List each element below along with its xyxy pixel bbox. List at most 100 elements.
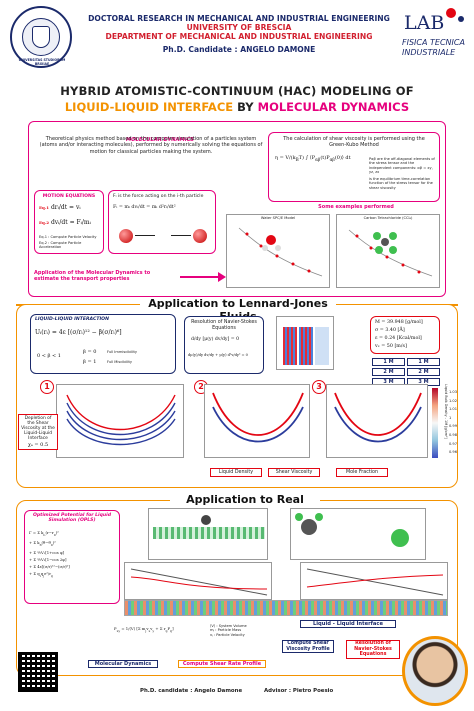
opls-eq: Γ = Σ kb(r−r0)²+ Σ kθ(θ−θ0)²+ Σ ½V₁[1+co… bbox=[29, 530, 70, 578]
prop-mass: M = 39.948 [g/mol] bbox=[375, 320, 423, 325]
real-profile-1 bbox=[124, 562, 272, 600]
force-arrow-left-icon bbox=[135, 235, 155, 236]
motion-equations-box: MOTION EQUATIONS Eq.1 drᵢ/dt = vᵢ Eq.2 d… bbox=[34, 190, 104, 254]
lab-subtitle-1: FISICA TECNICA bbox=[402, 38, 465, 47]
ccl4-plot-title: Carbon Tetrachloride (CCl₄) bbox=[363, 216, 413, 220]
box-label-3: 2 M bbox=[372, 368, 405, 376]
opls-box: Optimized Potential for Liquid Simulatio… bbox=[24, 510, 120, 604]
candidate-line: Ph.D. Candidate : ANGELO DAMONE bbox=[162, 45, 316, 54]
colorbar-label: Liquid Bulk Density - 1M [g/cm³] bbox=[444, 384, 448, 439]
title-by: BY bbox=[233, 100, 258, 114]
seal-text: UNIVERSITAS STUDIORUM BRIXIAE bbox=[18, 58, 66, 67]
lj-beta0-label: Full Immiscibility bbox=[107, 350, 138, 354]
real-profile-2 bbox=[300, 562, 448, 600]
real-snapshot-1 bbox=[148, 508, 268, 560]
eq1: Eq.1 drᵢ/dt = vᵢ bbox=[39, 204, 81, 211]
eq2: Eq.2 dvᵢ/dt = Fᵢ/mᵢ bbox=[39, 219, 91, 226]
ns-eq-1: d/dy [μ(y) dv/dy] = 0 bbox=[191, 337, 240, 342]
colorbar-tick-1: 1.03 bbox=[449, 390, 458, 394]
green-kubo-box: The calculation of shear viscosity is pe… bbox=[268, 132, 440, 202]
viscosity-profile-label: Compute Shear Viscosity Profile bbox=[282, 640, 334, 654]
title-line-1: HYBRID ATOMISTIC-CONTINUUM (HAC) MODELIN… bbox=[60, 84, 414, 98]
legend-mass: mⱼ : Particle Mass bbox=[210, 628, 242, 633]
lj-interaction-heading: LIQUID-LIQUID INTERACTION bbox=[35, 317, 109, 322]
university-seal: UNIVERSITAS STUDIORUM BRIXIAE bbox=[10, 6, 72, 68]
gk-note-2: is the equilibrium time-correlation func… bbox=[369, 177, 433, 190]
opls-heading: Optimized Potential for Liquid Simulatio… bbox=[32, 513, 112, 524]
ccl4-plot: Carbon Tetrachloride (CCl₄) bbox=[336, 214, 440, 288]
md-arrow-text: Application of the Molecular Dynamics to… bbox=[34, 270, 151, 282]
md-arrow-head-icon bbox=[218, 272, 226, 282]
lj-plot-1 bbox=[56, 384, 184, 458]
real-profile-1-svg bbox=[130, 568, 268, 596]
md-description: Theoretical physics method based on the … bbox=[39, 136, 263, 155]
colorbar-tick-5: 0.99 bbox=[449, 424, 458, 429]
box-label-2: 1 M bbox=[407, 358, 440, 366]
real-snapshot-2 bbox=[290, 508, 426, 560]
department-line: DEPARTMENT OF MECHANICAL AND INDUSTRIAL … bbox=[105, 32, 373, 41]
eq1-note: Eq.1 : Compute Particle Velocity bbox=[39, 235, 97, 239]
lab-logo-molecule bbox=[446, 8, 456, 18]
lab-logo: LAB FISICA TECNICA INDUSTRIALE bbox=[402, 6, 470, 70]
gk-integral: η = V/(kBT) ∫ ⟨Pαβ(t)Pαβ(0)⟩ dt bbox=[275, 155, 351, 162]
lj-beta0: β = 0 bbox=[83, 349, 97, 355]
gk-text: The calculation of shear viscosity is pe… bbox=[283, 136, 425, 149]
lj-beta1-label: Full Miscibility bbox=[107, 360, 133, 364]
lj-plot-1-svg bbox=[66, 394, 176, 446]
candidate-photo bbox=[402, 636, 468, 706]
md-label: Molecular Dynamics bbox=[88, 660, 158, 668]
lab-subtitle-2: INDUSTRIALE bbox=[402, 48, 456, 57]
lab-title: LAB bbox=[404, 12, 445, 34]
colorbar-ticks: 1.03 1.02 1.01 1 0.99 0.98 0.97 0.96 bbox=[449, 388, 469, 457]
lj-interaction-box: LIQUID-LIQUID INTERACTION Uᵢ(rᵢ) = 4ε [(… bbox=[30, 314, 176, 374]
lj-plot-2 bbox=[204, 384, 310, 458]
prop-velocity: vₓ = 50 [m/s] bbox=[375, 344, 407, 349]
title-md: MOLECULAR DYNAMICS bbox=[257, 100, 410, 114]
ns-eq-2: dμ(y)/dy dv/dy + μ(y) d²v/dy² = 0 bbox=[188, 353, 248, 357]
force-box: Fᵢ is the force acting on the i-th parti… bbox=[108, 190, 216, 254]
lj-box-labels: 1 M 1 M 2 M 2 M 3 M 3 M bbox=[372, 358, 440, 386]
lj-potential: Uᵢ(rᵢ) = 4ε [(σ/rᵢ)¹² − β(σ/rᵢ)⁶] bbox=[35, 329, 122, 336]
colorbar-tick-2: 1.02 bbox=[449, 398, 458, 403]
eq2-body: dvᵢ/dt = Fᵢ/mᵢ bbox=[50, 219, 91, 226]
footer-candidate: Ph.D. candidate : Angelo Damone bbox=[140, 688, 243, 694]
md-heading: MOLECULAR DYNAMICS bbox=[100, 126, 220, 145]
force-arrow-right-icon bbox=[171, 235, 191, 236]
force-eq: Fᵢ = mᵢ dvᵢ/dt = mᵢ d²rᵢ/dt² bbox=[113, 205, 176, 210]
lj-simulation-box bbox=[276, 316, 334, 370]
motion-heading: MOTION EQUATIONS bbox=[42, 194, 96, 199]
legend-volume: ⟨V⟩ : System Volume bbox=[210, 624, 247, 628]
label-shear-viscosity: Shear Viscosity bbox=[268, 468, 320, 477]
plot-number-3: 3 bbox=[312, 380, 326, 394]
title-interface: LIQUID-LIQUID INTERFACE bbox=[64, 100, 234, 114]
stress-tensor-eq: Pxy = 1/⟨V⟩ [Σ mjvxvy + Σ rijFij] bbox=[114, 626, 174, 633]
university-line: UNIVERSITY OF BRESCIA bbox=[186, 23, 292, 32]
ns-resolution-label: Resolution of Navier-Stokes Equations bbox=[346, 640, 400, 659]
water-plot-title: Water SPC/E Model bbox=[260, 216, 296, 220]
eq1-body: drᵢ/dt = vᵢ bbox=[50, 204, 81, 211]
depletion-text: Depletion of the Shear Viscosity at the … bbox=[21, 416, 55, 441]
poster-title: HYBRID ATOMISTIC-CONTINUUM (HAC) MODELIN… bbox=[8, 84, 466, 114]
chi-value: χₐ = 0.5 bbox=[27, 442, 49, 448]
lj-properties-box: M = 39.948 [g/mol] σ = 3.40 [Å] ε = 0.24… bbox=[370, 316, 440, 354]
label-liquid-density: Liquid Density bbox=[210, 468, 262, 477]
eq2-label: Eq.2 bbox=[39, 220, 50, 225]
interface-label: Liquid - Liquid Interface bbox=[300, 620, 396, 628]
ns-heading: Resolution of Navier-Stokes Equations bbox=[191, 320, 257, 331]
md-heading-text: MOLECULAR DYNAMICS bbox=[125, 137, 195, 143]
colorbar bbox=[432, 388, 438, 458]
water-plot-svg bbox=[238, 228, 323, 277]
lj-beta1: β = 1 bbox=[83, 359, 97, 365]
lj-plot-3 bbox=[326, 384, 428, 458]
prop-epsilon: ε = 0.24 [Kcal/mol] bbox=[375, 336, 422, 341]
colorbar-tick-7: 0.97 bbox=[449, 441, 458, 446]
water-plot: Water SPC/E Model bbox=[226, 214, 330, 288]
real-legend: ⟨V⟩ : System Volume mⱼ : Particle Mass v… bbox=[210, 624, 280, 637]
footer-advisor: Advisor : Pietro Poesio bbox=[264, 688, 334, 694]
depletion-callout: Depletion of the Shear Viscosity at the … bbox=[18, 414, 58, 450]
colorbar-tick-6: 0.98 bbox=[449, 432, 458, 437]
qr-code[interactable] bbox=[18, 652, 58, 692]
legend-velocity: vⱼ : Particle Velocity bbox=[210, 632, 245, 637]
md-pointing-arrow-icon bbox=[180, 276, 220, 278]
doctoral-line: DOCTORAL RESEARCH IN MECHANICAL AND INDU… bbox=[88, 14, 390, 23]
